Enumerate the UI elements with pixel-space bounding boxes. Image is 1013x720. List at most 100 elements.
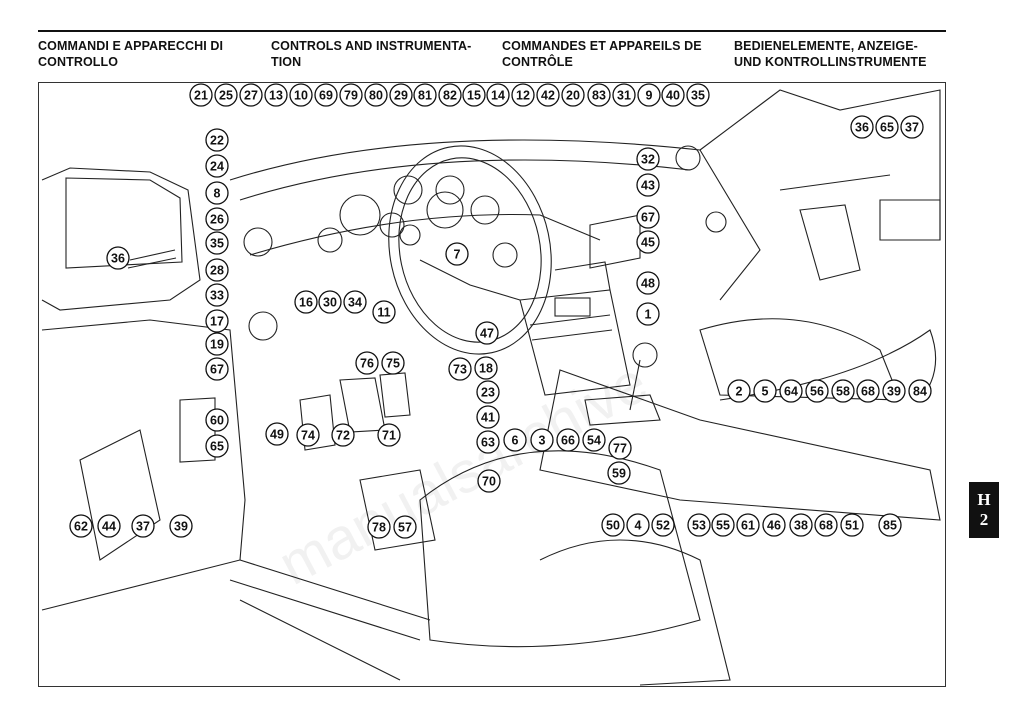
section-tab-letter: H <box>977 490 991 509</box>
callout-20: 20 <box>561 83 585 107</box>
callout-number: 7 <box>454 248 461 262</box>
callout-circle <box>413 83 437 107</box>
callout-40: 40 <box>661 83 685 107</box>
callout-circle <box>331 423 355 447</box>
callout-circle <box>239 83 263 107</box>
callout-circle <box>908 379 932 403</box>
callout-70: 70 <box>477 469 501 493</box>
callout-69: 69 <box>314 83 338 107</box>
callout-81: 81 <box>413 83 437 107</box>
callout-number: 80 <box>369 89 383 103</box>
callout-number: 45 <box>641 236 655 250</box>
callout-85: 85 <box>878 513 902 537</box>
callout-number: 48 <box>641 277 655 291</box>
callout-circle <box>355 351 379 375</box>
callout-number: 18 <box>479 362 493 376</box>
callout-62: 62 <box>69 514 93 538</box>
callout-circle <box>339 83 363 107</box>
callout-circle <box>831 379 855 403</box>
callout-circle <box>727 379 751 403</box>
header-italian-line1: COMMANDI E APPARECCHI DI <box>38 39 224 53</box>
callout-51: 51 <box>840 513 864 537</box>
callout-2: 2 <box>727 379 751 403</box>
callout-number: 30 <box>323 296 337 310</box>
callout-79: 79 <box>339 83 363 107</box>
callout-number: 21 <box>194 89 208 103</box>
callout-number: 54 <box>587 434 601 448</box>
callout-circle <box>612 83 636 107</box>
callout-circle <box>69 514 93 538</box>
callout-number: 69 <box>319 89 333 103</box>
header-french-line1: COMMANDES ET APPAREILS DE <box>502 39 702 53</box>
callout-number: 81 <box>418 89 432 103</box>
callout-number: 66 <box>561 434 575 448</box>
header-english-line1: CONTROLS AND INSTRUMENTA- <box>271 39 472 53</box>
callout-78: 78 <box>367 515 391 539</box>
callout-circle <box>636 271 660 295</box>
callout-42: 42 <box>536 83 560 107</box>
callout-72: 72 <box>331 423 355 447</box>
callout-number: 13 <box>269 89 283 103</box>
callout-circle <box>476 405 500 429</box>
callout-number: 39 <box>174 520 188 534</box>
callout-61: 61 <box>736 513 760 537</box>
callout-number: 61 <box>741 519 755 533</box>
header-german-line1: BEDIENELEMENTE, ANZEIGE- <box>734 39 918 53</box>
callout-number: 40 <box>666 89 680 103</box>
callout-circle <box>875 115 899 139</box>
callout-circle <box>296 423 320 447</box>
callout-30: 30 <box>318 290 342 314</box>
callout-75: 75 <box>381 351 405 375</box>
callout-54: 54 <box>582 428 606 452</box>
callout-4: 4 <box>626 513 650 537</box>
callout-82: 82 <box>438 83 462 107</box>
callout-circle <box>582 428 606 452</box>
callout-36: 36 <box>850 115 874 139</box>
callout-circle <box>205 332 229 356</box>
callout-circle <box>438 83 462 107</box>
header-english-line2: TION <box>271 55 302 69</box>
callout-circle <box>711 513 735 537</box>
callout-number: 19 <box>210 338 224 352</box>
callout-circle <box>486 83 510 107</box>
callout-58: 58 <box>831 379 855 403</box>
callout-number: 49 <box>270 428 284 442</box>
callout-number: 37 <box>136 520 150 534</box>
callout-77: 77 <box>608 436 632 460</box>
callout-circle <box>381 351 405 375</box>
callout-number: 70 <box>482 475 496 489</box>
callout-circle <box>736 513 760 537</box>
callout-15: 15 <box>462 83 486 107</box>
callout-6: 6 <box>503 428 527 452</box>
callout-39: 39 <box>882 379 906 403</box>
callout-circle <box>607 461 631 485</box>
callout-56: 56 <box>805 379 829 403</box>
callout-7: 7 <box>445 242 469 266</box>
callout-circle <box>448 357 472 381</box>
callout-circle <box>608 436 632 460</box>
callout-55: 55 <box>711 513 735 537</box>
callout-number: 22 <box>210 134 224 148</box>
callout-circle <box>445 242 469 266</box>
callout-number: 5 <box>762 385 769 399</box>
callout-number: 60 <box>210 414 224 428</box>
callout-circle <box>850 115 874 139</box>
callout-number: 39 <box>887 385 901 399</box>
callout-circle <box>856 379 880 403</box>
callout-circle <box>637 83 661 107</box>
callout-circle <box>762 513 786 537</box>
callout-66: 66 <box>556 428 580 452</box>
callout-circle <box>882 379 906 403</box>
callout-68: 68 <box>814 513 838 537</box>
callout-37: 37 <box>131 514 155 538</box>
section-tab-number: 2 <box>979 510 989 529</box>
callout-73: 73 <box>448 357 472 381</box>
callout-26: 26 <box>205 207 229 231</box>
callout-number: 27 <box>244 89 258 103</box>
callout-21: 21 <box>189 83 213 107</box>
callout-circle <box>205 309 229 333</box>
callout-number: 12 <box>516 89 530 103</box>
callout-8: 8 <box>205 181 229 205</box>
callout-circle <box>753 379 777 403</box>
callout-number: 24 <box>210 160 224 174</box>
